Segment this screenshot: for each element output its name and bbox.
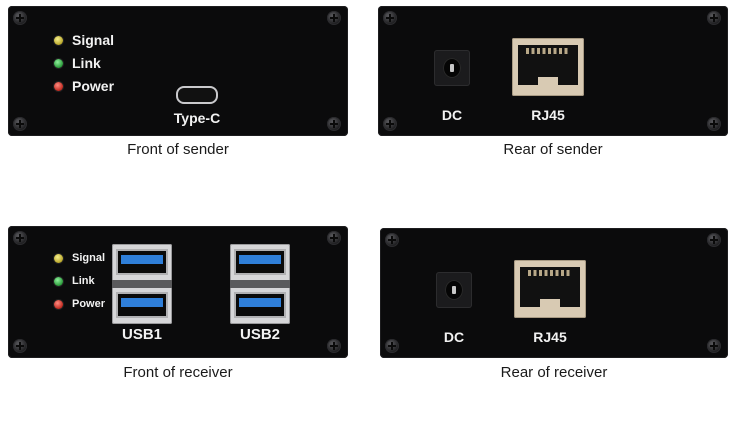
screw-icon [707, 117, 721, 131]
front-receiver-panel: Signal Link Power USB1 USB2 [8, 226, 348, 358]
screw-icon [327, 339, 341, 353]
signal-label: Signal [72, 252, 106, 264]
screw-icon [13, 231, 27, 245]
usb2-port-stack [230, 244, 290, 324]
rj45-cavity [518, 45, 578, 85]
rj45-label: RJ45 [531, 107, 565, 123]
power-label: Power [72, 298, 106, 310]
screw-icon [707, 11, 721, 25]
rj45-label: RJ45 [533, 329, 567, 345]
screw-icon [327, 11, 341, 25]
dc-label: DC [441, 107, 463, 123]
link-led-row: Link [54, 275, 95, 287]
signal-led-row: Signal [54, 32, 114, 48]
link-led-icon [54, 276, 63, 286]
usb-tongue [121, 298, 163, 307]
screw-icon [13, 117, 27, 131]
front-sender-caption: Front of sender [127, 141, 229, 158]
rj45-latch-tab [540, 299, 560, 307]
dc-label: DC [443, 329, 465, 345]
power-led-icon [54, 81, 63, 91]
usb-tongue [239, 255, 281, 264]
usb-divider [112, 280, 172, 288]
link-led-row: Link [54, 55, 101, 71]
screw-icon [327, 231, 341, 245]
power-label: Power [72, 78, 115, 94]
dc-jack-pin [450, 64, 454, 72]
rj45-port [514, 260, 586, 318]
rj45-pins [528, 270, 572, 276]
rj45-cavity [520, 267, 580, 307]
dc-jack-pin [452, 286, 456, 294]
screw-icon [385, 339, 399, 353]
rj45-port [512, 38, 584, 96]
usb-port [116, 249, 168, 275]
front-sender-panel: Signal Link Power Type-C [8, 6, 348, 136]
rear-receiver-panel: DC RJ45 [380, 228, 728, 358]
usb-port [116, 292, 168, 318]
usb-tongue [121, 255, 163, 264]
type-c-port [176, 86, 218, 104]
usb-port [234, 292, 286, 318]
link-led-icon [54, 58, 63, 68]
power-led-row: Power [54, 78, 114, 94]
screw-icon [707, 233, 721, 247]
type-c-label: Type-C [173, 110, 221, 126]
screw-icon [383, 117, 397, 131]
link-label: Link [72, 55, 101, 71]
screw-icon [13, 339, 27, 353]
usb-tongue [239, 298, 281, 307]
rear-receiver-caption: Rear of receiver [500, 364, 608, 381]
rear-sender-caption: Rear of sender [503, 141, 603, 158]
screw-icon [385, 233, 399, 247]
screw-icon [383, 11, 397, 25]
usb-port [234, 249, 286, 275]
usb1-port-stack [112, 244, 172, 324]
rj45-pins [526, 48, 570, 54]
usb1-label: USB1 [121, 326, 162, 343]
screw-icon [327, 117, 341, 131]
dc-power-jack [436, 272, 472, 308]
usb2-label: USB2 [239, 326, 280, 343]
screw-icon [707, 339, 721, 353]
screw-icon [13, 11, 27, 25]
signal-label: Signal [72, 32, 115, 48]
rear-sender-panel: DC RJ45 [378, 6, 728, 136]
signal-led-icon [54, 253, 63, 263]
signal-led-icon [54, 35, 63, 45]
dc-power-jack [434, 50, 470, 86]
usb-divider [230, 280, 290, 288]
power-led-icon [54, 299, 63, 309]
power-led-row: Power [54, 298, 105, 310]
front-receiver-caption: Front of receiver [123, 364, 233, 381]
rj45-latch-tab [538, 77, 558, 85]
signal-led-row: Signal [54, 252, 105, 264]
link-label: Link [72, 275, 95, 287]
